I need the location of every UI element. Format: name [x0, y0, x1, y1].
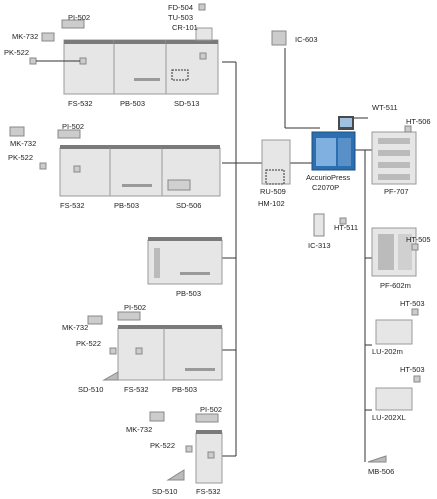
pb503-unit	[113, 39, 167, 95]
ic603-box	[271, 30, 287, 46]
label-pb503-c: PB-503	[176, 289, 201, 298]
label-fs532-b: FS-532	[60, 201, 85, 210]
hs511-box	[339, 217, 347, 225]
label-fs532-d: FS-532	[124, 385, 149, 394]
label-pf707: PF-707	[384, 187, 409, 196]
sd513-unit	[165, 39, 219, 95]
label-sd510-d: SD-510	[78, 385, 103, 394]
mk732-box-5	[149, 411, 165, 422]
label-pk522-b: PK-522	[8, 153, 33, 162]
config-row-4	[87, 311, 223, 381]
pf707-unit	[371, 131, 417, 185]
label-pk522-e: PK-522	[150, 441, 175, 450]
pi502-box-2	[57, 129, 81, 139]
labels: FD-504 TU-503 CR-101 PI-502 MK-732 PK-52…	[4, 3, 431, 496]
label-mb506: MB-506	[368, 467, 394, 476]
pi502-box-4	[117, 311, 141, 321]
label-mk732-d: MK-732	[62, 323, 88, 332]
label-pi502-e: PI-502	[200, 405, 222, 414]
pk522-box-2	[39, 162, 47, 170]
ht503-box-2	[413, 375, 421, 383]
lu202m-unit	[375, 319, 413, 345]
pb503-unit-2	[109, 147, 163, 197]
pb503-unit-4	[163, 327, 223, 381]
label-hm102: HM-102	[258, 199, 285, 208]
label-accuriopress-line2: C2070P	[312, 183, 339, 192]
fd504-box	[198, 3, 206, 11]
label-pb503-a: PB-503	[120, 99, 145, 108]
label-pb503-b: PB-503	[114, 201, 139, 210]
label-pi502-a: PI-502	[68, 13, 90, 22]
pi502-box-5	[195, 413, 219, 423]
label-fs532-a: FS-532	[68, 99, 93, 108]
sd510-shape-4	[102, 371, 119, 381]
label-fs532-e: FS-532	[196, 487, 221, 496]
config-row-1	[29, 3, 219, 95]
label-pf602m: PF-602m	[380, 281, 411, 290]
label-hs511: HT-511	[334, 223, 358, 232]
mk732-box	[41, 32, 55, 42]
label-pb503-d: PB-503	[172, 385, 197, 394]
label-pk522-a: PK-522	[4, 48, 29, 57]
label-ht505: HT-505	[406, 235, 431, 244]
connection-lines	[222, 48, 372, 462]
mk732-box-4	[87, 315, 103, 325]
pk522-box-5	[185, 445, 193, 453]
config-row-2	[9, 126, 221, 197]
pb503-unit-3	[147, 239, 223, 285]
pk522-box-4	[109, 347, 117, 355]
label-ic603: IC-603	[295, 35, 318, 44]
label-pk522-d: PK-522	[76, 339, 101, 348]
sd510-shape-5	[166, 469, 185, 481]
ht505-box	[411, 243, 419, 251]
ru509-unit	[261, 139, 291, 185]
fs532-unit-2	[59, 147, 111, 197]
mk732-box-2	[9, 126, 25, 137]
ic313-unit	[313, 213, 325, 237]
label-mk732-b: MK-732	[10, 139, 36, 148]
accuriopress-unit	[311, 116, 356, 171]
label-sd513: SD-513	[174, 99, 199, 108]
label-tu503: TU-503	[168, 13, 193, 22]
ht506-box	[404, 125, 412, 133]
pk522-box	[29, 57, 37, 65]
label-pi502-b: PI-502	[62, 122, 84, 131]
label-sd510-e: SD-510	[152, 487, 177, 496]
label-lu202m: LU-202m	[372, 347, 403, 356]
label-mk732-a: MK-732	[12, 32, 38, 41]
label-wt511: WT-511	[372, 103, 398, 112]
label-fd504: FD-504	[168, 3, 193, 12]
label-pi502-d: PI-502	[124, 303, 146, 312]
pi502-box	[61, 19, 85, 29]
lu202xl-unit	[375, 387, 413, 411]
label-ru509: RU-509	[260, 187, 286, 196]
label-sd506: SD-506	[176, 201, 201, 210]
fs532-unit	[63, 39, 115, 95]
label-lu202xl: LU-202XL	[372, 413, 406, 422]
label-ic313: IC-313	[308, 241, 331, 250]
mb506-shape	[367, 455, 387, 463]
label-ht506: HT-506	[406, 117, 431, 126]
label-cr101: CR-101	[172, 23, 198, 32]
label-ht503-a: HT-503	[400, 299, 425, 308]
pf602m-unit	[371, 227, 417, 277]
config-row-5	[149, 411, 223, 484]
label-mk732-e: MK-732	[126, 425, 152, 434]
config-row-3	[147, 237, 223, 285]
label-ht503-b: HT-503	[400, 365, 425, 374]
label-accuriopress-line1: AccurioPress	[306, 173, 350, 182]
ht503-box-1	[411, 308, 419, 316]
tu503-box	[199, 52, 207, 60]
